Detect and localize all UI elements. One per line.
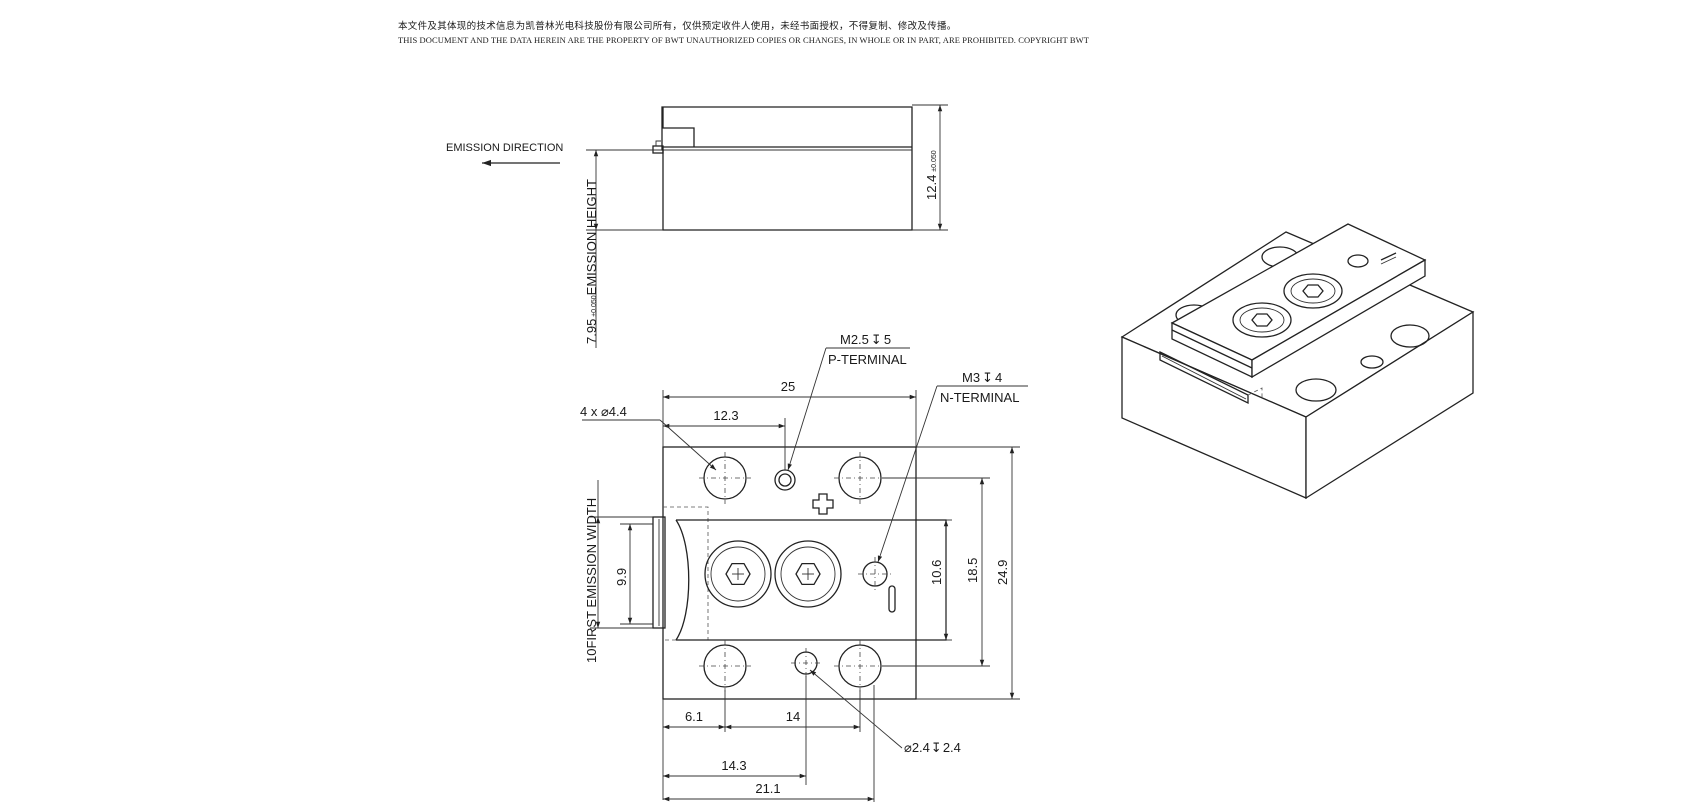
n-terminal-thread-text: M3↧4 (962, 370, 1002, 385)
p-terminal-leader (787, 347, 827, 471)
emission-width-text: 10FIRST EMISSION WIDTH (584, 498, 599, 663)
p-terminal-hole (774, 469, 796, 491)
submount-bar (690, 519, 947, 641)
pin-hole-iso (1360, 355, 1384, 369)
side-view-emitter (652, 145, 664, 154)
dim-21-1-text: 21.1 (755, 781, 780, 796)
pin-leader (809, 669, 903, 749)
minus-slot-iso (1380, 252, 1397, 261)
minus-slot-iso (1380, 256, 1397, 265)
submount-side-face (1251, 258, 1426, 379)
emitter-bar-iso-line (1161, 355, 1247, 400)
hex-screw-iso (1283, 273, 1343, 309)
mounting-hole (699, 640, 751, 692)
mounting-hole (834, 452, 886, 504)
mounting-hole (834, 640, 886, 692)
dim-9-9-text: 9.9 (614, 568, 629, 586)
holes-leader (659, 419, 717, 471)
n-terminal-hole (858, 557, 892, 591)
dim-12-3-text: 12.3 (713, 408, 738, 423)
dim-18-5-text: 18.5 (965, 558, 980, 583)
n-terminal-leader (877, 385, 938, 563)
mounting-hole (699, 452, 751, 504)
n-terminal-label: N-TERMINAL (940, 390, 1019, 405)
plus-icon (812, 493, 834, 515)
hex-screw-iso (1232, 302, 1292, 338)
p-terminal-label: P-TERMINAL (828, 352, 907, 367)
copyright-notice: 本文件及其体现的技术信息为凯普林光电科技股份有限公司所有，仅供预定收件人使用，未… (398, 20, 1298, 46)
hex-screw (774, 540, 842, 608)
side-view-emitter-tip (655, 140, 661, 146)
pin-hole (791, 648, 821, 678)
submount-groove (1171, 329, 1253, 369)
submount-curve (675, 519, 690, 641)
p-terminal-thread-text: M2.5↧5 (840, 332, 891, 347)
dim-24-9-text: 24.9 (995, 560, 1010, 585)
copyright-chinese: 本文件及其体现的技术信息为凯普林光电科技股份有限公司所有，仅供预定收件人使用，未… (398, 21, 957, 32)
base-plate-outline (662, 446, 917, 700)
hex-screw (704, 540, 772, 608)
emission-height-text: 7.95±0.050EMISSION HEIGHT (584, 179, 599, 344)
base-side-face (1305, 310, 1474, 500)
holes-callout: 4 x ⌀4.4 (580, 404, 627, 419)
emitter-bar-iso (1159, 350, 1249, 405)
minus-slot (888, 585, 896, 613)
dim-14-text: 14 (786, 709, 800, 724)
top-view: 25 12.3 4 x ⌀4.4 M2.5↧5 P-TERMINAL M3↧4 … (580, 332, 1028, 802)
copyright-english: THIS DOCUMENT AND THE DATA HEREIN ARE TH… (398, 35, 1090, 45)
emission-direction-label: EMISSION DIRECTION (446, 142, 563, 154)
dim-25-text: 25 (781, 379, 795, 394)
side-view-outline (661, 106, 913, 231)
dim-14-3-text: 14.3 (721, 758, 746, 773)
side-view-lid-step (662, 107, 695, 147)
side-view: EMISSION DIRECTION 12.4±0.050 7.95±0.050… (446, 104, 948, 348)
base-hole-iso (1295, 378, 1337, 402)
n-terminal-hole-iso (1347, 254, 1369, 268)
height-dimension-text: 12.4±0.050 (924, 150, 939, 200)
emitter-bar (652, 516, 666, 629)
dim-10-6-text: 10.6 (929, 560, 944, 585)
isometric-view (1120, 223, 1475, 500)
base-hole-iso (1390, 324, 1430, 348)
emitter-hidden-iso (1247, 387, 1263, 398)
dim-6-1-text: 6.1 (685, 709, 703, 724)
hidden-outline (663, 506, 709, 641)
pin-callout: ⌀2.4↧2.4 (904, 740, 961, 755)
